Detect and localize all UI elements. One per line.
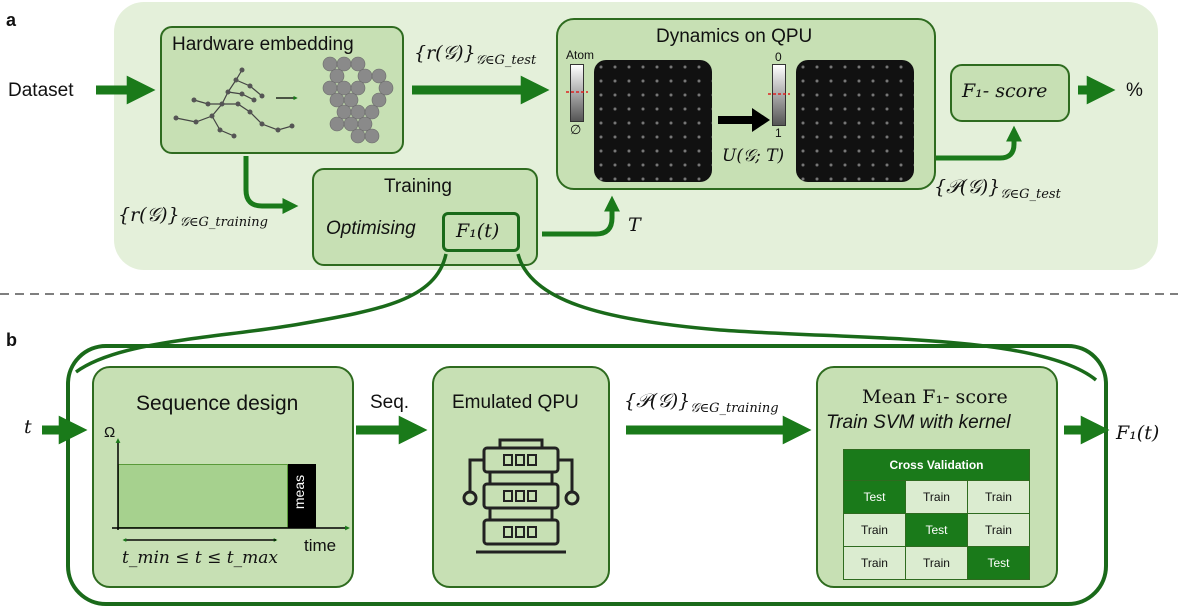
arrow-training-to-dynamics — [542, 195, 621, 237]
percent-label: % — [1126, 80, 1143, 101]
scale-bottom-label: 1 — [775, 126, 782, 140]
zoom-connector-left — [74, 253, 448, 374]
p-test-set: {𝒫(𝒢)} — [934, 176, 1001, 198]
unitary-label: U(𝒢; T) — [722, 146, 785, 166]
optimising-label: Optimising — [326, 218, 416, 239]
f1t-label: F₁(t) — [456, 220, 500, 242]
p-training-label: {𝒫(𝒢)}𝒢∈G_training — [624, 390, 779, 416]
arrow-embedding-to-training — [243, 156, 299, 215]
pulse-rectangle — [118, 464, 288, 528]
server-icon — [462, 438, 580, 554]
dynamics-title: Dynamics on QPU — [656, 26, 813, 47]
atom-image-final — [796, 60, 914, 182]
atom-image-initial — [594, 60, 712, 182]
dataset-label: Dataset — [8, 80, 74, 101]
zoom-connector-right — [516, 253, 1098, 382]
p-test-label: {𝒫(𝒢)}𝒢∈G_test — [934, 176, 1061, 202]
cv-cell: Train — [967, 513, 1030, 547]
t-label: T — [628, 214, 641, 236]
meas-block — [288, 464, 316, 528]
p-training-subscript: 𝒢∈G_training — [690, 400, 779, 416]
cross-validation-table: Cross Validation Test Train Train Train … — [843, 449, 1030, 580]
p-training-set: {𝒫(𝒢)} — [624, 390, 691, 412]
training-title: Training — [384, 176, 452, 197]
scale-top-label: 0 — [775, 50, 782, 64]
mean-f1-title: Mean F₁- score — [862, 386, 1008, 408]
r-test-label: {r(𝒢)}𝒢∈G_test — [414, 42, 536, 68]
f1-score-label: F₁- score — [962, 80, 1048, 102]
evolution-arrowhead — [752, 108, 770, 132]
embedded-atoms-drawing — [322, 56, 394, 144]
r-training-subscript: 𝒢∈G_training — [179, 214, 268, 230]
cv-cell: Test — [967, 546, 1030, 580]
server-led-icons — [503, 454, 537, 538]
output-f1t-label: F₁(t) — [1116, 422, 1160, 444]
panel-b-outline — [66, 344, 1108, 606]
cv-cell: Train — [843, 546, 906, 580]
input-graph-nodes — [173, 67, 295, 139]
sequence-design-title: Sequence design — [136, 392, 299, 415]
t-range-label: t_min ≤ t ≤ t_max — [122, 548, 278, 568]
omega-label: Ω — [104, 424, 116, 441]
cv-cell: Train — [843, 513, 906, 547]
cv-cell: Train — [905, 480, 968, 514]
panel-label-a: a — [6, 10, 17, 30]
f1t-highlight-box — [442, 212, 520, 252]
cross-validation-header: Cross Validation — [843, 449, 1030, 481]
cv-cell: Test — [905, 513, 968, 547]
atom-label: Atom — [566, 48, 595, 62]
t-input-label: t — [24, 416, 32, 438]
time-label: time — [304, 536, 337, 555]
r-training-set: {r(𝒢)} — [118, 204, 180, 226]
seq-label: Seq. — [370, 392, 410, 413]
panel-label-b: b — [6, 330, 17, 350]
cv-cell: Train — [905, 546, 968, 580]
r-test-subscript: 𝒢∈G_test — [475, 52, 537, 68]
p-test-subscript: 𝒢∈G_test — [1000, 186, 1061, 202]
hardware-embedding-title: Hardware embedding — [172, 34, 354, 55]
f1-score-box — [950, 64, 1070, 122]
r-test-set: {r(𝒢)} — [414, 42, 476, 64]
emulated-qpu-title: Emulated QPU — [452, 392, 579, 413]
svm-label: Train SVM with kernel — [826, 412, 1011, 433]
empty-label: ∅ — [570, 122, 582, 137]
measure-scale-bar — [772, 64, 786, 126]
atom-scale-bar — [570, 64, 584, 122]
r-training-label: {r(𝒢)}𝒢∈G_training — [118, 204, 268, 230]
arrow-dynamics-to-f1 — [936, 125, 1023, 161]
